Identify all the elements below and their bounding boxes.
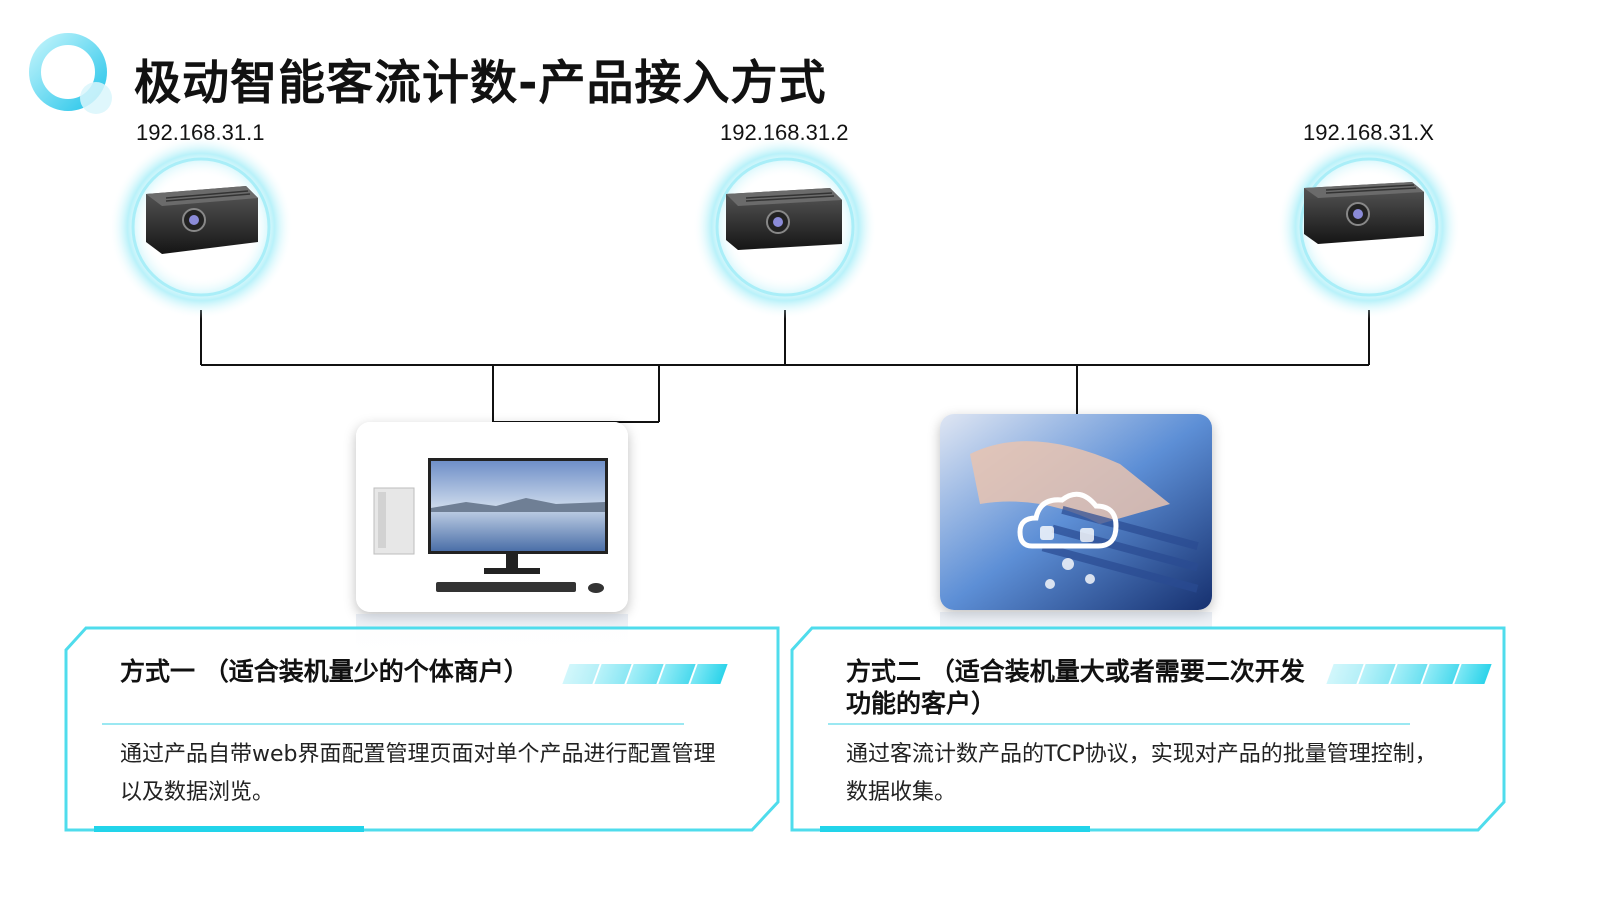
method-1-heading: 方式一 （适合装机量少的个体商户） (120, 657, 529, 686)
camera-icon (109, 135, 293, 319)
panel-frame (790, 626, 1506, 832)
computer-icon (356, 422, 628, 612)
method-panel-1: 方式一 （适合装机量少的个体商户） 通过产品自带web界面配置管理页面对单个产品… (64, 626, 780, 836)
method-panel-2: 方式二 （适合装机量大或者需要二次开发功能的客户） 通过客流计数产品的TCP协议… (790, 626, 1506, 836)
decorative-stripes (1326, 664, 1492, 684)
camera-icon (1277, 135, 1461, 319)
camera-node-3 (1274, 132, 1464, 322)
logo-ring-icon (29, 33, 112, 114)
method-2-description: 通过客流计数产品的TCP协议，实现对产品的批量管理控制，数据收集。 (846, 742, 1437, 805)
page-title: 极动智能客流计数-产品接入方式 (134, 56, 827, 111)
cloud-icon (940, 414, 1212, 610)
method-1-description: 通过产品自带web界面配置管理页面对单个产品进行配置管理以及数据浏览。 (120, 742, 716, 805)
desktop-computer-image (356, 422, 628, 612)
camera-icon (693, 135, 877, 319)
method-2-heading: 方式二 （适合装机量大或者需要二次开发功能的客户） (846, 657, 1305, 718)
decorative-stripes (562, 664, 728, 684)
camera-node-1 (106, 132, 296, 322)
cloud-keyboard-image (940, 414, 1212, 610)
camera-node-2 (690, 132, 880, 322)
